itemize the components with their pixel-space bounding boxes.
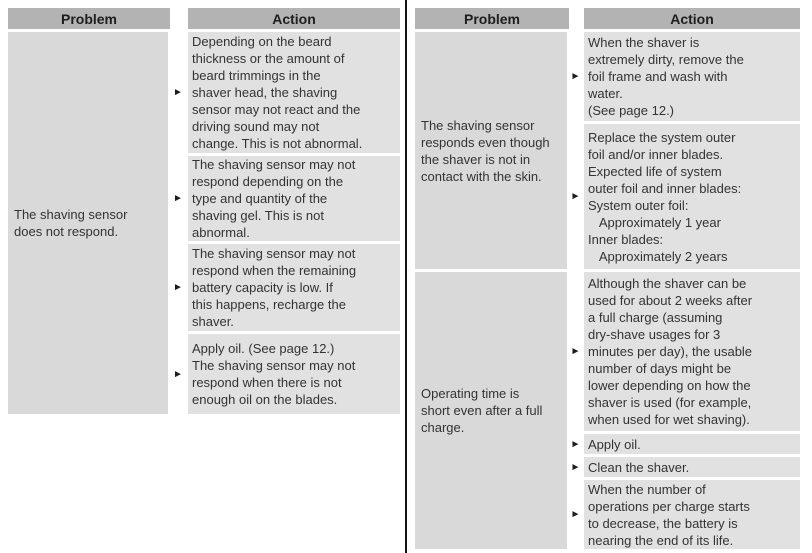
header-gap xyxy=(569,8,584,29)
arrow-marker-icon: ► xyxy=(567,457,584,477)
troubleshooting-table-right: Problem Action The shaving sensor respon… xyxy=(415,8,800,549)
problem-column-header: Problem xyxy=(415,8,569,29)
action-text: Clean the shaver. xyxy=(584,457,800,477)
action-item: ► The shaving sensor may not respond dep… xyxy=(168,156,400,241)
table-header-row: Problem Action xyxy=(415,8,800,29)
table-row: The shaving sensor does not respond. ► D… xyxy=(8,32,400,414)
action-text: When the shaver is extremely dirty, remo… xyxy=(584,32,800,121)
action-item: ► When the number of operations per char… xyxy=(567,480,800,549)
action-text: Depending on the beard thickness or the … xyxy=(188,32,400,153)
action-text: The shaving sensor may not respond when … xyxy=(188,244,400,331)
problem-cell: The shaving sensor responds even though … xyxy=(415,32,567,269)
arrow-marker-icon: ► xyxy=(567,434,584,454)
action-text: The shaving sensor may not respond depen… xyxy=(188,156,400,241)
table-header-row: Problem Action xyxy=(8,8,400,29)
action-item: ► The shaving sensor may not respond whe… xyxy=(168,244,400,331)
action-text: Apply oil. xyxy=(584,434,800,454)
action-item: ► Depending on the beard thickness or th… xyxy=(168,32,400,153)
action-item: ► When the shaver is extremely dirty, re… xyxy=(567,32,800,121)
action-column-header: Action xyxy=(188,8,400,29)
problem-column-header: Problem xyxy=(8,8,170,29)
action-list: ► When the shaver is extremely dirty, re… xyxy=(567,32,800,269)
arrow-marker-icon: ► xyxy=(567,272,584,431)
arrow-marker-icon: ► xyxy=(168,32,188,153)
table-row: Operating time is short even after a ful… xyxy=(415,272,800,549)
problem-cell: Operating time is short even after a ful… xyxy=(415,272,567,549)
arrow-marker-icon: ► xyxy=(567,480,584,549)
action-text: When the number of operations per charge… xyxy=(584,480,800,549)
action-list: ► Depending on the beard thickness or th… xyxy=(168,32,400,414)
header-gap xyxy=(170,8,188,29)
action-item: ► Replace the system outer foil and/or i… xyxy=(567,124,800,269)
action-text: Although the shaver can be used for abou… xyxy=(584,272,800,431)
arrow-marker-icon: ► xyxy=(168,334,188,414)
page-column-divider xyxy=(405,0,407,553)
action-text: Apply oil. (See page 12.) The shaving se… xyxy=(188,334,400,414)
action-column-header: Action xyxy=(584,8,800,29)
action-item: ► Apply oil. (See page 12.) The shaving … xyxy=(168,334,400,414)
arrow-marker-icon: ► xyxy=(168,156,188,241)
action-list: ► Although the shaver can be used for ab… xyxy=(567,272,800,549)
arrow-marker-icon: ► xyxy=(567,124,584,269)
arrow-marker-icon: ► xyxy=(567,32,584,121)
problem-cell: The shaving sensor does not respond. xyxy=(8,32,168,414)
action-item: ► Although the shaver can be used for ab… xyxy=(567,272,800,431)
action-item: ► Apply oil. xyxy=(567,434,800,454)
action-item: ► Clean the shaver. xyxy=(567,457,800,477)
table-row: The shaving sensor responds even though … xyxy=(415,32,800,269)
action-text: Replace the system outer foil and/or inn… xyxy=(584,124,800,269)
arrow-marker-icon: ► xyxy=(168,244,188,331)
troubleshooting-table-left: Problem Action The shaving sensor does n… xyxy=(8,8,400,414)
